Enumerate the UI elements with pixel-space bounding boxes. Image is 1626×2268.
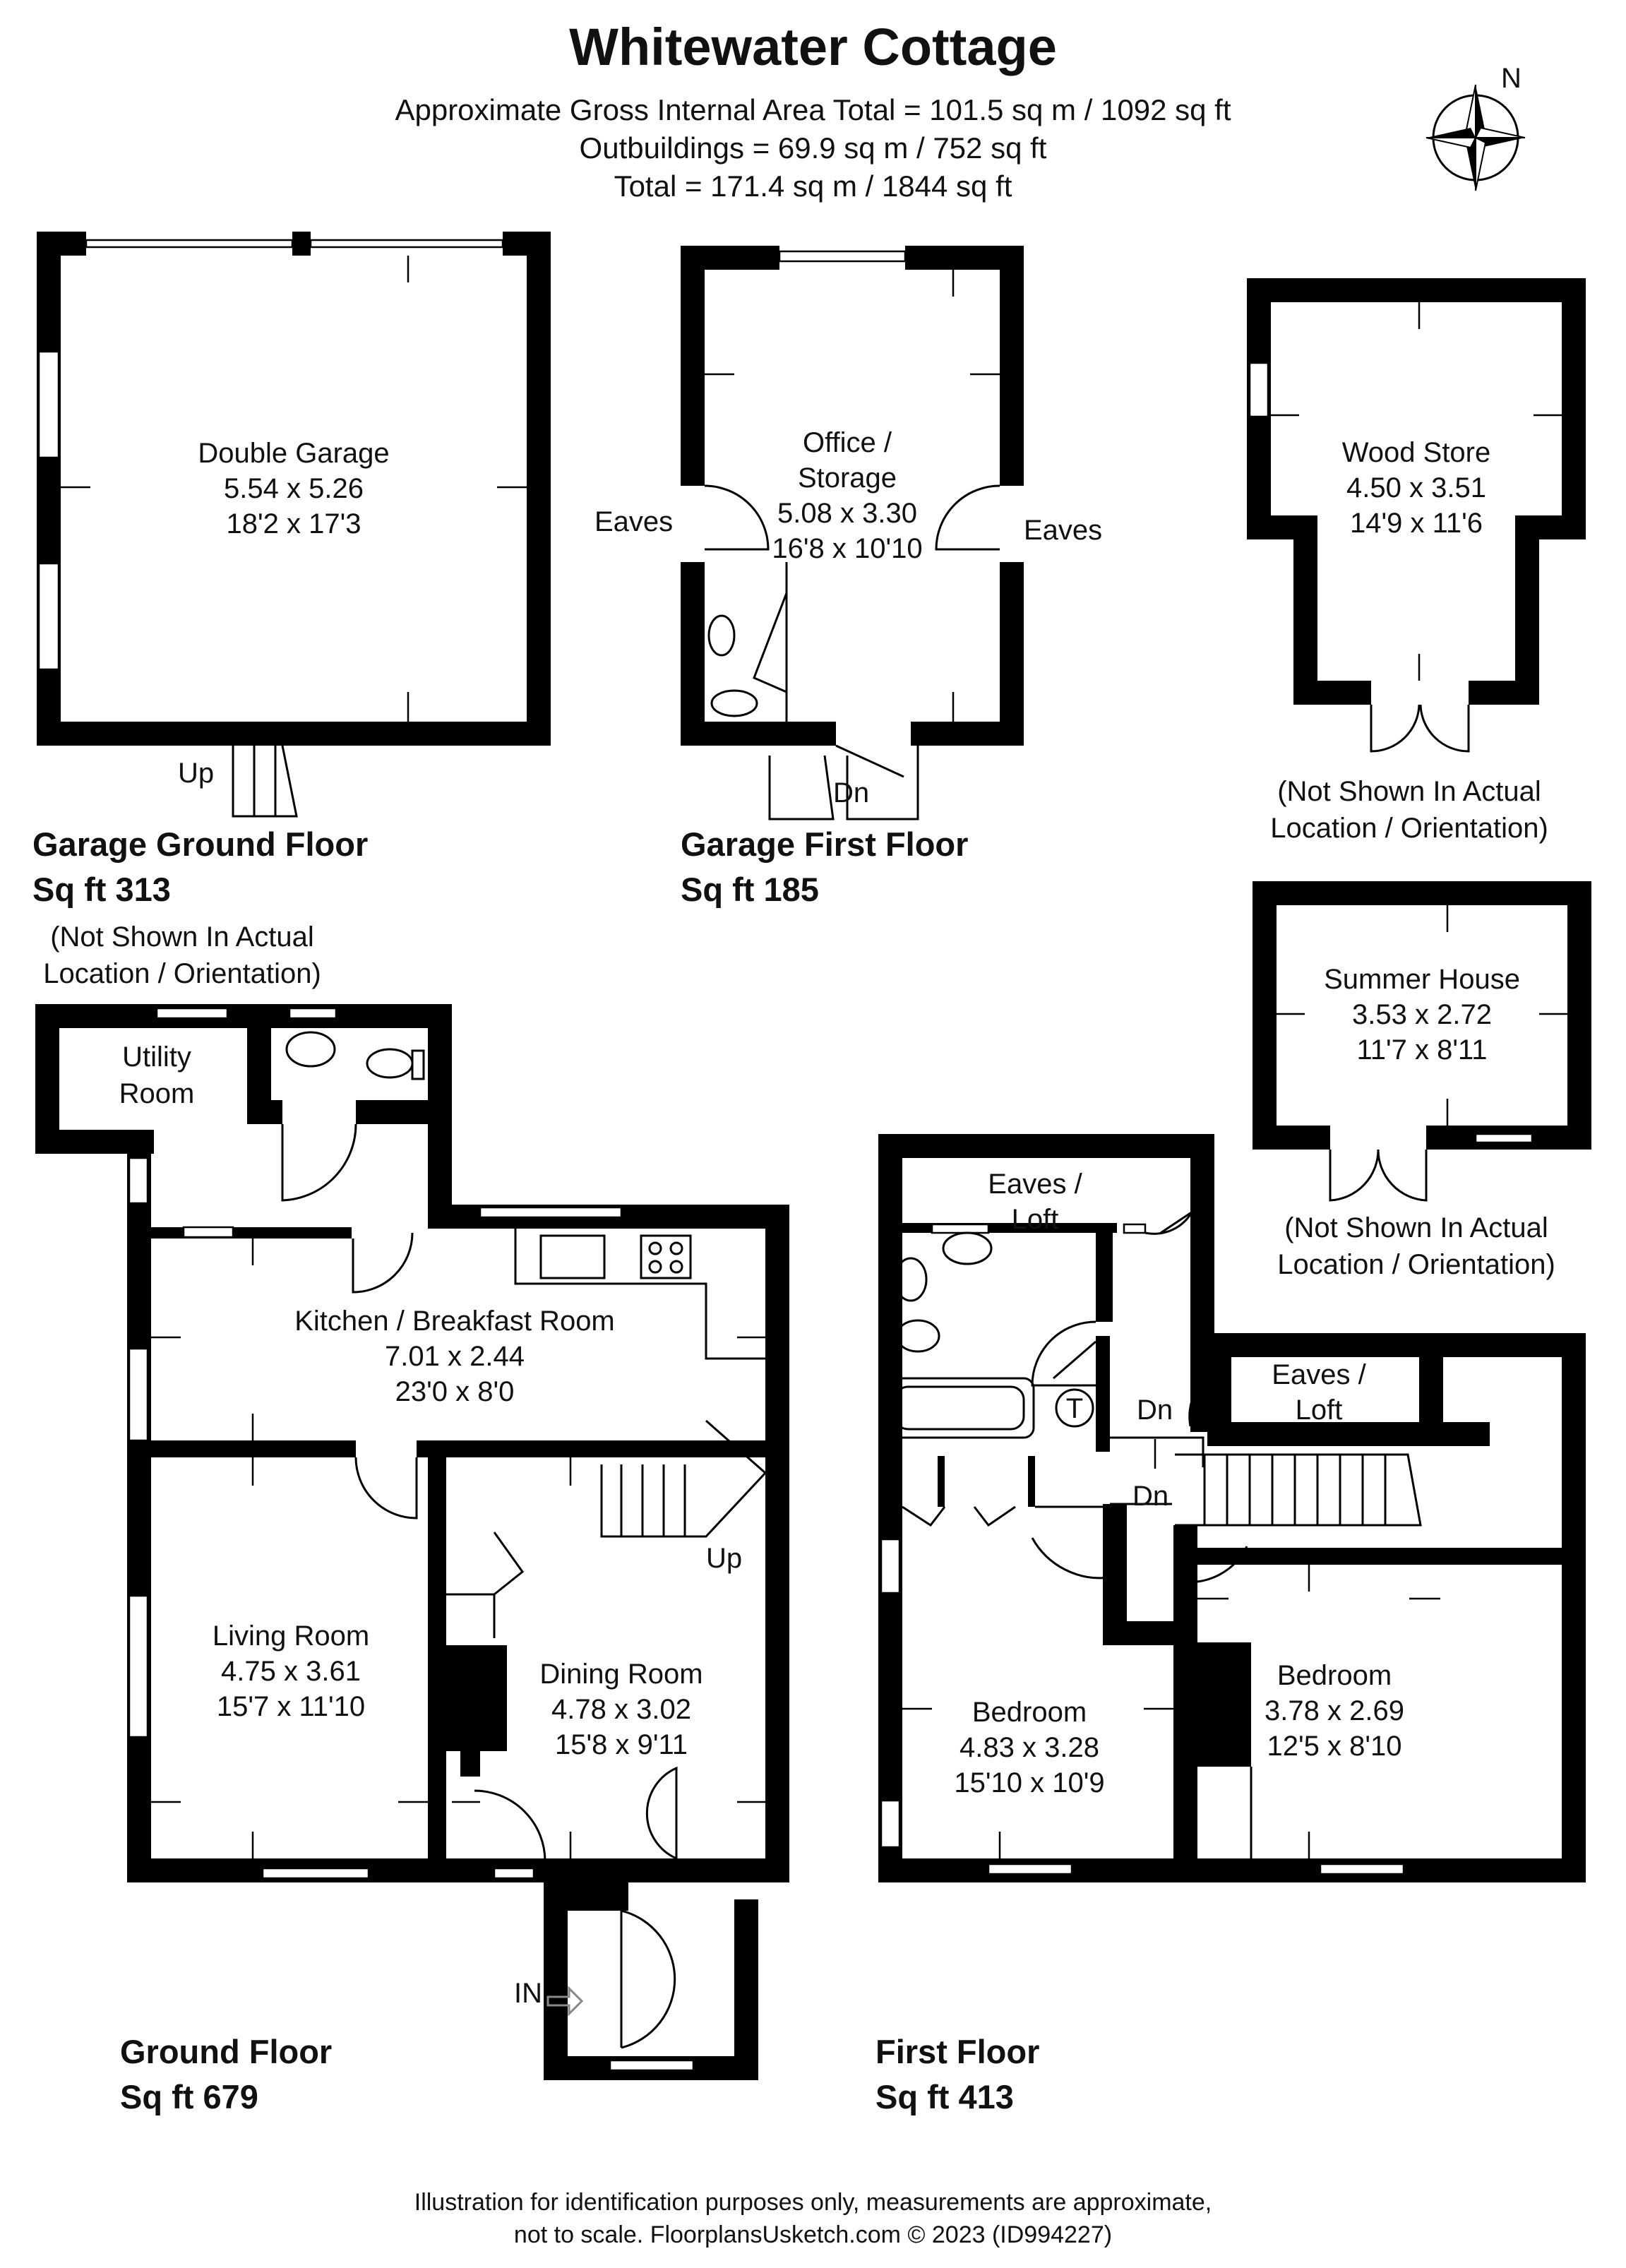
footer-line-1: Illustration for identification purposes… [414,2189,1212,2216]
kitchen-name: Kitchen / Breakfast Room [294,1306,615,1337]
summer-house-plan [1253,881,1591,1202]
garage-note-2: Location / Orientation) [43,958,321,989]
summer-house-imperial: 11'7 x 8'11 [1356,1034,1487,1066]
double-garage-plan [37,232,551,818]
eaves-loft-1-name-1: Eaves / [988,1169,1082,1200]
dining-metric: 4.78 x 3.02 [551,1694,691,1725]
double-garage-metric: 5.54 x 5.26 [224,473,364,504]
first-floor-plan [878,1134,1586,1882]
wood-store-note-2: Location / Orientation) [1270,813,1548,844]
dining-imperial: 15'8 x 9'11 [555,1729,688,1760]
outbuildings-area: Outbuildings = 69.9 sq m / 752 sq ft [579,131,1047,165]
compass-icon: N [1425,63,1526,191]
kitchen-imperial: 23'0 x 8'0 [395,1376,515,1407]
first-floor-name: First Floor [875,2033,1039,2070]
ground-floor-name: Ground Floor [120,2033,332,2070]
summer-house-note-1: (Not Shown In Actual [1284,1212,1548,1243]
bedroom-1-imperial: 15'10 x 10'9 [954,1767,1104,1798]
office-dn-label: Dn [833,777,869,808]
bedroom-2-metric: 3.78 x 2.69 [1265,1695,1404,1726]
bedroom-1-metric: 4.83 x 3.28 [960,1732,1099,1763]
ground-floor-plan [35,1004,789,2080]
grand-total-area: Total = 171.4 sq m / 1844 sq ft [614,169,1012,203]
living-metric: 4.75 x 3.61 [221,1656,361,1687]
utility-name-2: Room [119,1078,195,1109]
compass-north-label: N [1501,63,1522,94]
garage-up-label: Up [178,758,214,789]
wood-store-imperial: 14'9 x 11'6 [1350,508,1483,539]
wood-store-metric: 4.50 x 3.51 [1346,472,1486,503]
summer-house-name: Summer House [1324,964,1520,995]
page-title: Whitewater Cottage [569,18,1057,76]
footer-line-2: not to scale. FloorplansUsketch.com © 20… [513,2221,1113,2248]
eaves-left-label: Eaves [594,506,673,537]
ground-up-label: Up [706,1543,742,1574]
bedroom-1-name: Bedroom [972,1697,1087,1728]
summer-house-metric: 3.53 x 2.72 [1352,999,1492,1030]
office-name-2: Storage [798,462,897,494]
bedroom-2-imperial: 12'5 x 8'10 [1267,1731,1402,1762]
first-floor-sqft: Sq ft 413 [875,2078,1014,2115]
double-garage-imperial: 18'2 x 17'3 [227,508,361,539]
living-name: Living Room [213,1621,369,1652]
garage-first-floor-name: Garage First Floor [681,825,968,863]
garage-first-floor-sqft: Sq ft 185 [681,871,819,908]
wood-store-note-1: (Not Shown In Actual [1277,776,1541,807]
tank-label: T [1066,1393,1083,1424]
kitchen-metric: 7.01 x 2.44 [385,1341,525,1372]
office-imperial: 16'8 x 10'10 [772,533,922,564]
entrance-label: IN [514,1978,542,2009]
garage-ground-floor-sqft: Sq ft 313 [32,871,171,908]
first-dn-label-1: Dn [1137,1395,1173,1426]
eaves-loft-2-name-1: Eaves / [1272,1359,1366,1390]
first-dn-label-2: Dn [1132,1481,1168,1512]
living-imperial: 15'7 x 11'10 [217,1691,365,1722]
eaves-loft-1-name-2: Loft [1012,1204,1059,1235]
double-garage-name: Double Garage [198,438,389,469]
entrance-arrow-icon [546,1986,584,2017]
dining-name: Dining Room [539,1659,703,1690]
wood-store-plan [1247,278,1586,753]
garage-note-1: (Not Shown In Actual [50,921,314,953]
office-metric: 5.08 x 3.30 [777,498,917,529]
garage-ground-floor-name: Garage Ground Floor [32,825,368,863]
office-plan [681,246,1024,820]
office-name-1: Office / [803,427,892,458]
eaves-right-label: Eaves [1024,515,1102,546]
area-total: Approximate Gross Internal Area Total = … [395,93,1231,126]
eaves-loft-2-name-2: Loft [1296,1395,1343,1426]
wood-store-name: Wood Store [1342,437,1491,468]
summer-house-note-2: Location / Orientation) [1277,1249,1555,1280]
utility-name-1: Utility [122,1042,191,1073]
bedroom-2-name: Bedroom [1277,1660,1392,1691]
ground-floor-sqft: Sq ft 679 [120,2078,258,2115]
